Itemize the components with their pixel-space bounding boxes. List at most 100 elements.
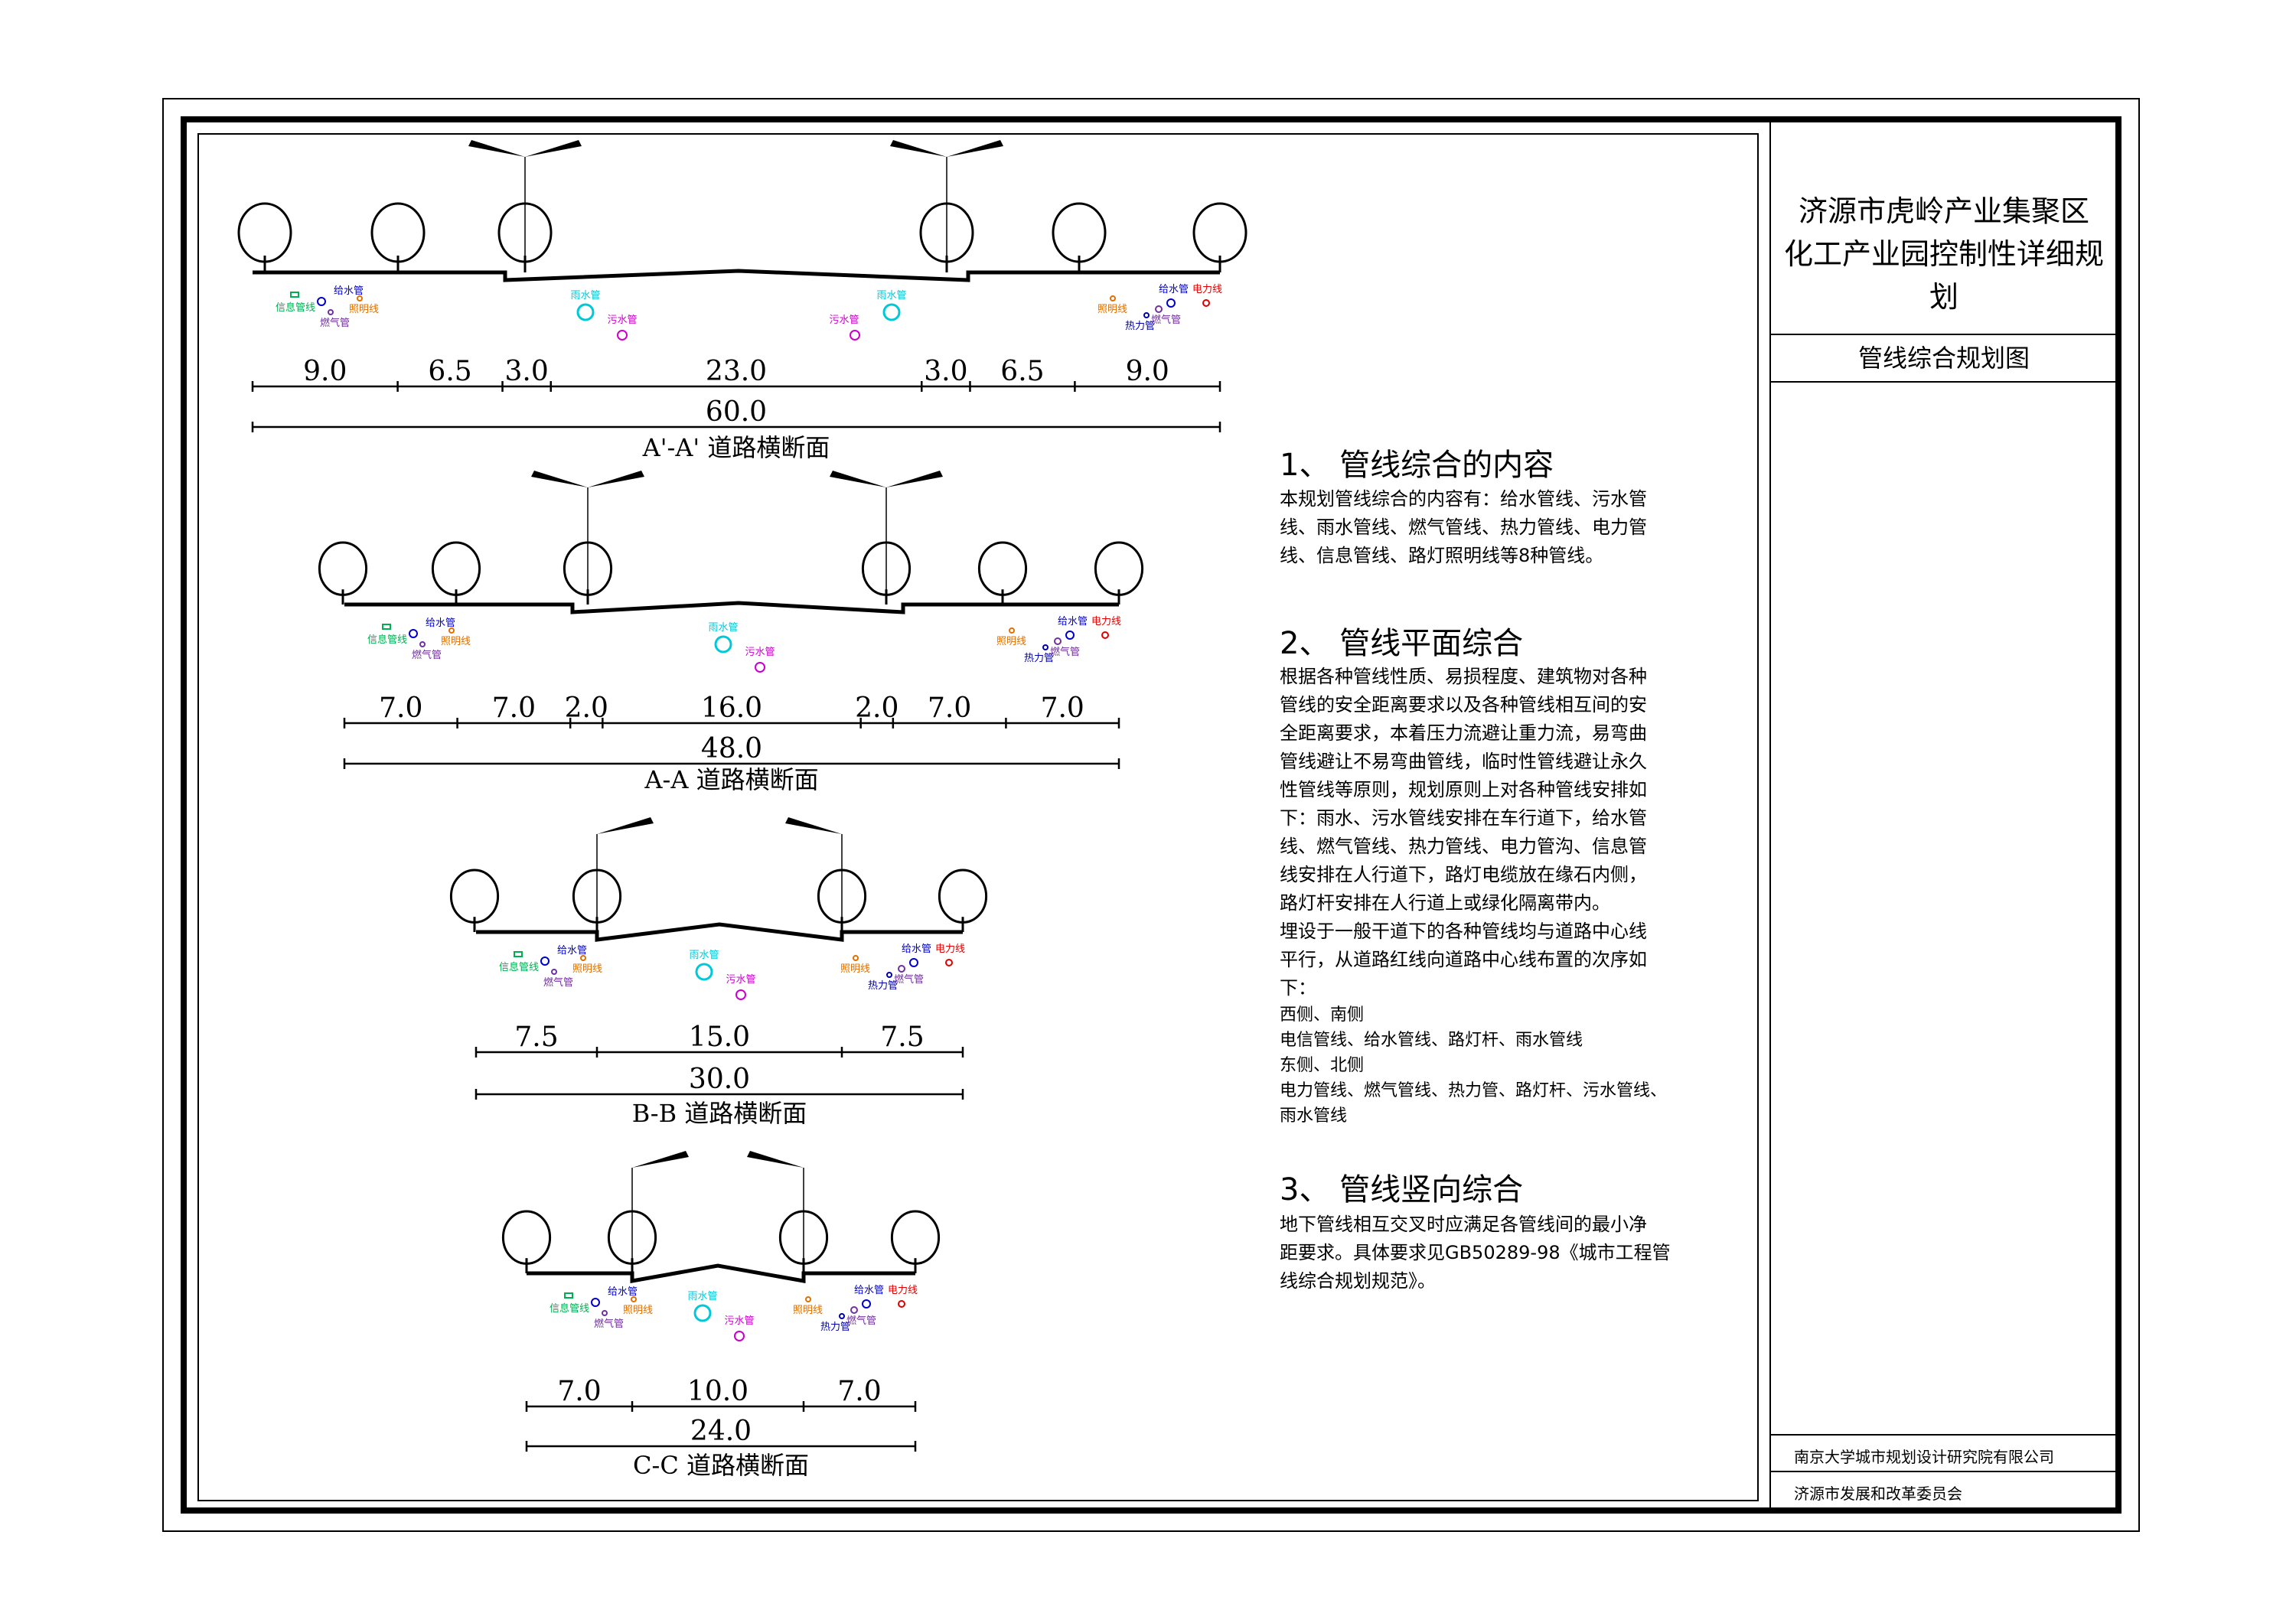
road-surface xyxy=(344,601,1119,614)
rain-pipe xyxy=(714,635,732,653)
segment-width-label: 7.0 xyxy=(837,1376,881,1407)
segment-width-label: 6.5 xyxy=(1000,356,1044,387)
water-pipe xyxy=(591,1298,600,1307)
section-line: 管线的安全距离要求以及各种管线相互间的安 xyxy=(1280,694,1647,715)
segment-width-label: 7.0 xyxy=(557,1376,601,1407)
pipe-label: 给水管 xyxy=(557,945,587,957)
section-line: 路灯杆安排在人行道上或绿化隔离带内。 xyxy=(1280,892,1610,914)
sewage-pipe xyxy=(850,330,860,341)
section-line: 管线避让不易弯曲管线，临时性管线避让永久 xyxy=(1280,751,1647,772)
telecom-pipe xyxy=(290,292,299,298)
road-surface xyxy=(253,269,1220,282)
rain-pipe xyxy=(693,1304,712,1322)
segment-width-label: 7.5 xyxy=(880,1022,924,1053)
pipe-label: 给水管 xyxy=(902,943,931,955)
telecom-pipe xyxy=(382,624,391,630)
pipe-label: 信息管线 xyxy=(499,961,539,973)
pipe-label: 照明线 xyxy=(623,1305,653,1316)
section-name-label: B-B 道路横断面 xyxy=(632,1099,807,1128)
gas-pipe xyxy=(898,965,905,973)
section-name-label: A'-A' 道路横断面 xyxy=(642,433,830,462)
designer-name: 南京大学城市规划设计研究院有限公司 xyxy=(1794,1448,2054,1466)
drawing-area xyxy=(197,133,1759,1501)
segment-width-label: 23.0 xyxy=(706,356,767,387)
rain-pipe xyxy=(576,303,595,321)
tree-icon xyxy=(890,1210,941,1265)
water-pipe xyxy=(317,297,326,306)
title-divider xyxy=(1771,1471,2117,1472)
section-line: 线综合规划规范》。 xyxy=(1280,1270,1436,1292)
segment-width-label: 16.0 xyxy=(701,693,762,724)
power-pipe xyxy=(945,959,953,966)
segment-width-label: 7.0 xyxy=(379,693,422,724)
pipe-label: 照明线 xyxy=(840,963,870,975)
segment-width-label: 7.0 xyxy=(492,693,536,724)
tree-icon xyxy=(431,541,481,596)
pipe-label: 信息管线 xyxy=(276,301,315,314)
drawing-name: 管线综合规划图 xyxy=(1857,344,2030,373)
pipe-label: 燃气管 xyxy=(894,973,924,986)
title-divider xyxy=(1771,1434,2117,1436)
sewage-pipe xyxy=(617,330,628,341)
section-line: 埋设于一般干道下的各种管线均与道路中心线 xyxy=(1280,921,1647,942)
title-block: 济源市虎岭产业集聚区 化工产业园控制性详细规划 管线综合规划图 南京大学城市规划… xyxy=(1769,122,2117,1507)
section-body: 地下管线相互交叉时应满足各管线间的最小净 距要求。具体要求见GB50289-98… xyxy=(1280,1211,1671,1295)
lighting-pipe xyxy=(631,1296,637,1302)
gas-pipe xyxy=(328,309,334,315)
pipe-label: 给水管 xyxy=(608,1286,638,1298)
pipe-label: 雨水管 xyxy=(708,622,738,634)
tree-icon xyxy=(1052,202,1107,263)
pipe-label: 污水管 xyxy=(745,647,775,658)
pipe-label: 雨水管 xyxy=(876,290,906,301)
section-heading: 2、 管线平面综合 xyxy=(1280,626,1524,661)
lamp-arm xyxy=(747,1151,804,1168)
cross-section: 信息管线给水管燃气管照明线雨水管污水管雨水管污水管照明线热力管燃气管给水管电力线… xyxy=(237,140,1247,462)
section-line: 电信管线、给水管线、路灯杆、雨水管线 xyxy=(1280,1031,1583,1050)
pipe-label: 电力线 xyxy=(935,943,965,955)
section-line: 线、燃气管线、热力管线、电力管沟、信息管 xyxy=(1280,836,1647,857)
total-width-label: 24.0 xyxy=(690,1416,752,1447)
lighting-pipe xyxy=(357,295,363,301)
pipe-label: 电力线 xyxy=(1091,616,1121,627)
power-pipe xyxy=(1202,299,1210,307)
pipe-label: 给水管 xyxy=(1058,616,1088,627)
telecom-pipe xyxy=(564,1292,573,1299)
gas-pipe xyxy=(1155,305,1163,313)
power-pipe xyxy=(1101,631,1109,639)
gas-pipe xyxy=(850,1306,858,1314)
road-surface xyxy=(476,922,963,942)
segment-width-label: 7.5 xyxy=(514,1022,558,1053)
pipe-label: 燃气管 xyxy=(543,976,573,989)
lamp-arm xyxy=(468,140,525,157)
lighting-pipe xyxy=(448,627,455,634)
pipe-label: 污水管 xyxy=(607,314,637,326)
pipe-label: 照明线 xyxy=(572,963,602,975)
lighting-pipe xyxy=(580,955,586,961)
section-line: 线、雨水管线、燃气管线、热力管线、电力管 xyxy=(1280,517,1647,538)
telecom-pipe xyxy=(514,951,523,957)
tree-icon xyxy=(318,541,368,596)
pipe-label: 燃气管 xyxy=(1050,646,1080,658)
pipe-label: 燃气管 xyxy=(412,649,442,661)
section-line: 线、信息管线、路灯照明线等8种管线。 xyxy=(1280,545,1604,566)
pipe-label: 给水管 xyxy=(854,1285,884,1296)
project-title-line2: 化工产业园控制性详细规划 xyxy=(1783,237,2104,314)
total-width-label: 60.0 xyxy=(706,396,767,428)
road-surface xyxy=(527,1263,915,1283)
inner-frame xyxy=(181,116,2122,1514)
lamp-arm xyxy=(785,817,842,834)
lamp-arm xyxy=(531,471,588,487)
gas-pipe xyxy=(419,641,426,647)
tree-icon xyxy=(449,869,500,924)
client-name: 济源市发展和改革委员会 xyxy=(1794,1484,1962,1503)
section-line: 西侧、南侧 xyxy=(1280,1005,1365,1025)
section-name-label: C-C 道路横断面 xyxy=(633,1451,809,1480)
water-pipe xyxy=(909,958,918,967)
pipe-label: 燃气管 xyxy=(594,1318,624,1330)
pipe-label: 照明线 xyxy=(996,636,1026,647)
pipe-label: 雨水管 xyxy=(687,1291,717,1302)
lamp-arm xyxy=(525,140,582,157)
gas-pipe xyxy=(1054,637,1062,645)
water-pipe xyxy=(409,629,418,638)
